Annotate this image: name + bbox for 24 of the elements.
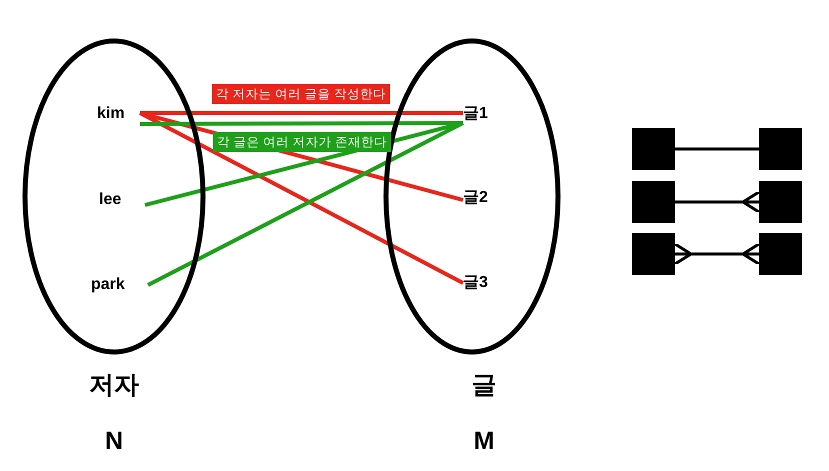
entity-box xyxy=(759,233,802,275)
entity-box xyxy=(632,181,675,223)
set-element: 글2 xyxy=(463,188,507,210)
relationship-line xyxy=(675,148,759,150)
set-element: 글1 xyxy=(463,104,507,126)
set-element: kim xyxy=(97,104,140,126)
edge-label: 각 저자는 여러 글을 작성한다 xyxy=(212,84,390,104)
entity-box xyxy=(759,181,802,223)
entity-box xyxy=(632,233,675,275)
multiplicity-label: N xyxy=(104,426,124,456)
crows-foot-line xyxy=(674,242,760,266)
edge-label: 각 글은 여러 저자가 존재한다 xyxy=(213,132,391,152)
entity-box xyxy=(632,128,675,170)
set-heading: 저자 xyxy=(88,370,140,400)
relation-line xyxy=(140,111,463,115)
set-heading: 글 xyxy=(470,370,498,400)
multiplicity-label: M xyxy=(472,426,496,456)
crows-foot-line xyxy=(675,190,760,214)
relation-line xyxy=(140,121,463,126)
entity-box xyxy=(759,128,802,170)
relation-line xyxy=(144,121,464,207)
set-element: park xyxy=(91,275,148,297)
set-element: lee xyxy=(99,190,145,212)
set-element: 글3 xyxy=(463,273,507,295)
